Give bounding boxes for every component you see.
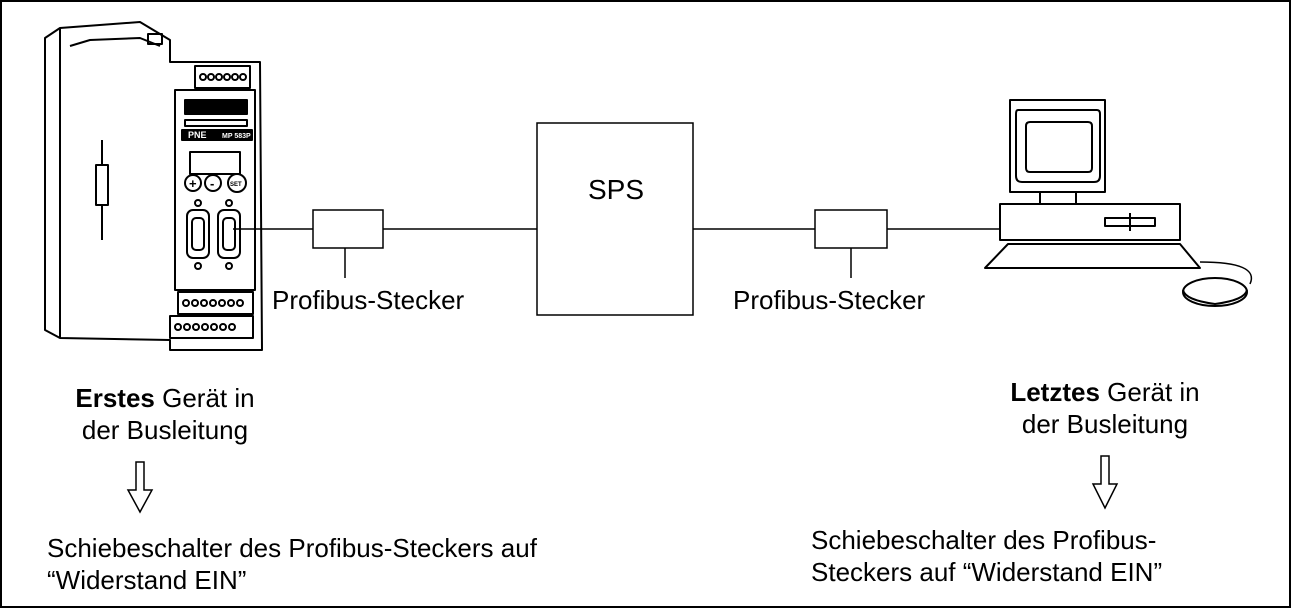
mouse-cable: [1199, 261, 1253, 285]
bottom-terminal-screws-2: [174, 323, 236, 331]
device-minus-button: -: [210, 176, 214, 191]
top-terminal-screws: [199, 73, 247, 81]
device-brand-text: PNE: [188, 130, 207, 140]
first-device-line2: der Busleitung: [81, 415, 249, 445]
last-device-bold: Letztes: [1010, 377, 1100, 407]
sps-box: [536, 122, 694, 316]
device-set-button: SET: [230, 182, 242, 188]
last-device-line1-rest: Gerät in: [1099, 377, 1200, 407]
last-device-instruction-line1: Schiebeschalter des Profibus-: [811, 525, 1157, 555]
down-arrow-left: [126, 461, 154, 514]
profibus-connector-left: [312, 209, 384, 249]
profibus-connector-left-label: Profibus-Stecker: [272, 285, 465, 315]
first-device-line1-rest: Gerät in: [154, 383, 255, 413]
last-device-line2: der Busleitung: [1021, 409, 1189, 439]
first-device-instruction-line2: “Widerstand EIN”: [47, 565, 247, 595]
profibus-connector-right: [814, 209, 888, 249]
bus-lines: [233, 228, 1010, 278]
first-device-instruction-line1: Schiebeschalter des Profibus-Steckers au…: [47, 533, 537, 563]
first-device-instruction: Schiebeschalter des Profibus-Steckers au…: [47, 532, 537, 596]
first-device-bold: Erstes: [75, 383, 155, 413]
device-illustration: [44, 21, 263, 351]
first-device-caption: Erstes Gerät in der Busleitung: [50, 382, 280, 446]
device-model-text: MP 583P: [222, 133, 251, 140]
computer-illustration: [984, 99, 1248, 307]
down-arrow-right: [1091, 455, 1119, 510]
profibus-connector-right-label: Profibus-Stecker: [733, 285, 926, 315]
sps-label: SPS: [588, 174, 645, 205]
bottom-terminal-screws: [182, 299, 244, 307]
last-device-caption: Letztes Gerät in der Busleitung: [975, 376, 1235, 440]
last-device-instruction-line2: Steckers auf “Widerstand EIN”: [811, 557, 1163, 587]
device-plus-button: +: [189, 176, 197, 191]
last-device-instruction: Schiebeschalter des Profibus- Steckers a…: [811, 524, 1162, 588]
